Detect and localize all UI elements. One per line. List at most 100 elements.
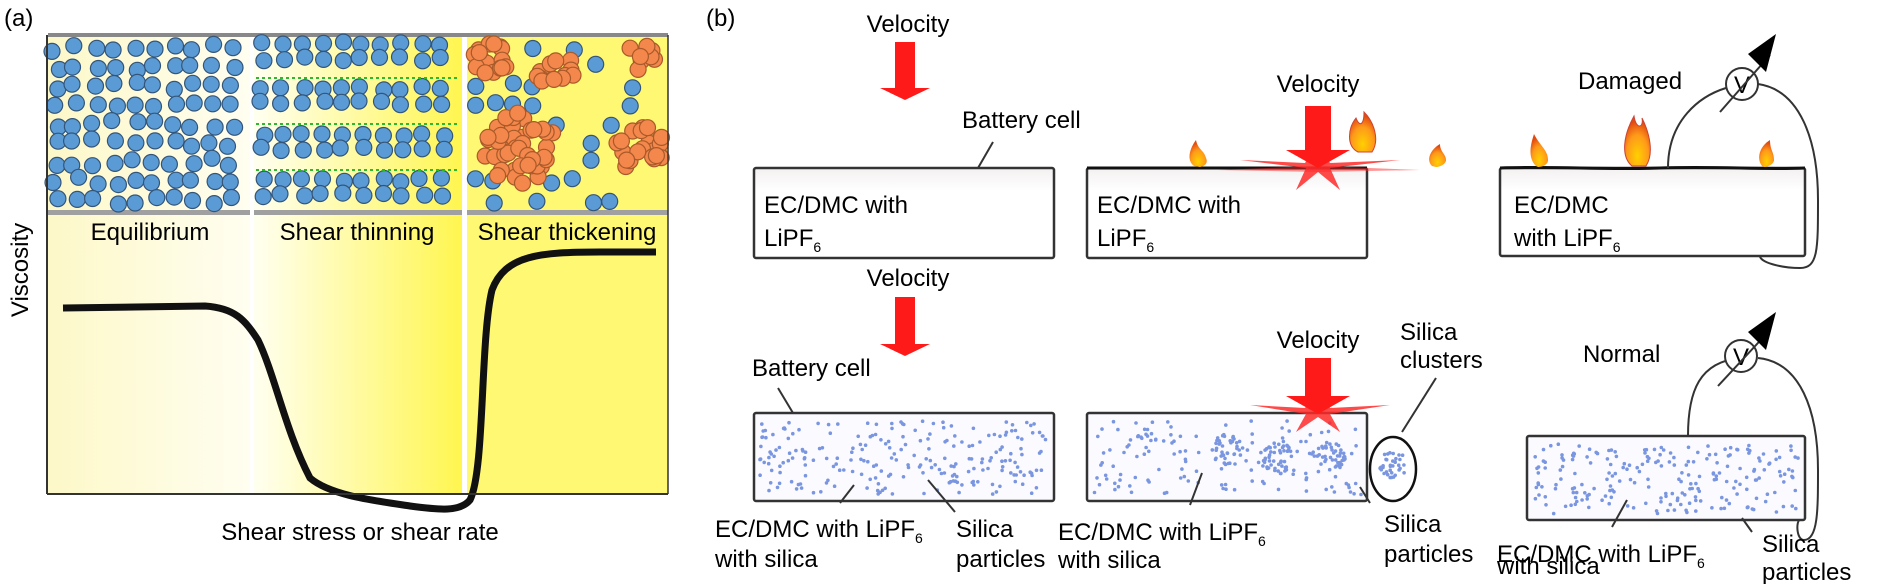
callout-leader-line [1359, 486, 1371, 504]
particle-blue [185, 94, 203, 112]
silica-dot [1030, 431, 1035, 435]
silica-dot [1787, 467, 1791, 472]
silica-dot [957, 490, 961, 495]
particle-field [43, 33, 671, 213]
silica-dot [1003, 459, 1008, 463]
particle-blue [294, 141, 312, 159]
silica-dot [1103, 473, 1108, 478]
silica-dot [1710, 506, 1714, 510]
clusters-label-line1: Silica [1400, 319, 1458, 346]
silica-dot [1144, 445, 1148, 450]
silica-dot [1381, 465, 1385, 470]
particle-blue [167, 132, 185, 150]
silica-dot [980, 457, 985, 461]
silica-dot [1034, 486, 1039, 490]
silica-dot [824, 456, 829, 461]
particle-blue [205, 35, 223, 54]
meter-arrowhead-icon [1748, 34, 1776, 72]
silica-dot [787, 420, 791, 425]
silica-dot [1342, 454, 1347, 459]
silica-dot [1108, 448, 1112, 452]
silica-dot [1645, 459, 1650, 464]
silica-dot [1588, 461, 1593, 465]
silica-dot [1316, 469, 1321, 474]
silica-dot [886, 439, 891, 444]
particle-blue [332, 79, 350, 97]
particle-blue [63, 117, 82, 136]
top-cell-impacted: Velocity EC/DMC with LiPF6 [1085, 71, 1446, 260]
silica-dot [1224, 487, 1228, 492]
particle-blue [251, 92, 269, 110]
silica-dot [1570, 457, 1575, 462]
particle-blue [274, 125, 292, 143]
particle-blue [413, 140, 431, 158]
silica-dot [890, 426, 894, 431]
particle-blue [103, 111, 121, 130]
silica-dot [1625, 467, 1629, 472]
silica-dot [1384, 457, 1388, 462]
silica-dot [1388, 464, 1393, 469]
silica-dot [1104, 477, 1109, 481]
silica-dot [1037, 451, 1042, 455]
silica-dot [1223, 456, 1227, 461]
silica-dot [888, 472, 893, 477]
particle-blue [413, 77, 431, 96]
silica-dot [831, 464, 836, 469]
particle-blue [146, 40, 164, 58]
silica-dot [1388, 475, 1392, 480]
silica-dot [887, 446, 892, 450]
silica-dot [1142, 427, 1147, 432]
silica-dot [1714, 474, 1719, 478]
silica-dot [1289, 454, 1294, 459]
silica-dot [1717, 471, 1722, 475]
particle-blue [68, 190, 86, 208]
silica-dot [1627, 463, 1632, 468]
silica-dot [1773, 490, 1777, 495]
silica-dot [1240, 446, 1245, 450]
particle-blue [144, 97, 163, 116]
silica-dot [1330, 485, 1334, 489]
silica-dot [1034, 468, 1039, 473]
silica-dot [1398, 457, 1402, 462]
silica-dot [758, 457, 762, 462]
silica-dot [1353, 481, 1358, 486]
silica-dot [1774, 457, 1778, 462]
region-divider [462, 35, 467, 493]
silica-dot [1744, 475, 1749, 480]
silica-dot [1543, 466, 1547, 470]
silica-dot [876, 482, 881, 486]
silica-dot [1146, 478, 1150, 483]
svg-text:with LiPF6: with LiPF6 [1513, 225, 1621, 255]
silica-dot [1758, 459, 1762, 463]
silica-dot [1551, 511, 1556, 516]
silica-dot [1235, 444, 1239, 449]
silica-dot [1224, 423, 1228, 427]
silica-dot [953, 434, 957, 438]
silica-dot [1029, 423, 1033, 428]
silica-dot [920, 419, 925, 424]
silica-dot [1249, 419, 1253, 423]
silica-dot [1029, 471, 1034, 476]
particle-blue [126, 194, 144, 212]
cell-text-line1: EC/DMC with [1097, 192, 1241, 219]
silica-dot [1280, 445, 1285, 450]
silica-dot [990, 492, 995, 496]
particle-blue [274, 35, 292, 53]
silica-dot [1116, 427, 1120, 432]
silica-dot [1232, 487, 1237, 492]
silica-dot [789, 479, 794, 484]
silica-dot [1113, 487, 1117, 492]
silica-dot [1544, 503, 1548, 507]
silica-dot [1180, 467, 1184, 471]
silica-dot [949, 424, 954, 428]
particle-blue [83, 189, 102, 208]
particle-blue [255, 170, 273, 188]
silica-dot [1096, 434, 1100, 439]
electrolyte-label-line1: EC/DMC with LiPF [715, 516, 915, 543]
silica-dot [1183, 449, 1188, 453]
particle-blue [46, 96, 64, 114]
silica-dot [1794, 506, 1798, 511]
silica-dot [1004, 420, 1009, 424]
silica-dot [972, 483, 976, 487]
silica-dot [1194, 469, 1199, 474]
